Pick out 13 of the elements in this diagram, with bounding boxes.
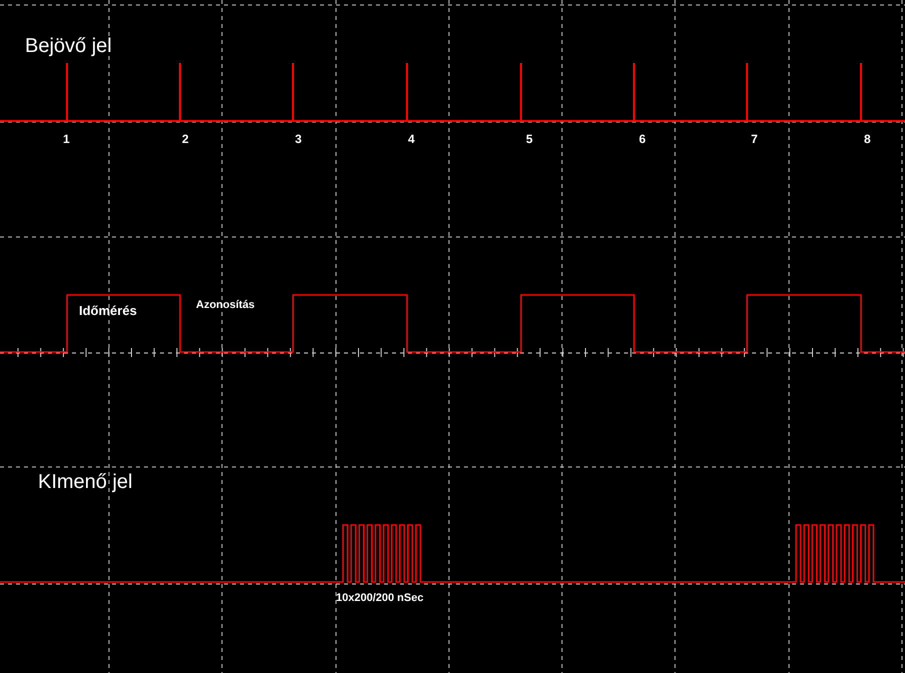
phase-label: Időmérés bbox=[79, 304, 137, 317]
pulse-number: 6 bbox=[639, 133, 646, 145]
phase-label: Azonosítás bbox=[196, 300, 255, 311]
pulse-number: 8 bbox=[864, 133, 871, 145]
pulse-number: 7 bbox=[751, 133, 758, 145]
pulse-number: 3 bbox=[295, 133, 302, 145]
pulse-number: 1 bbox=[63, 133, 70, 145]
signal-title: Bejövő jel bbox=[25, 36, 112, 56]
signal-title: KImenő jel bbox=[38, 472, 132, 492]
timing-note: 10x200/200 nSec bbox=[336, 593, 424, 604]
pulse-number: 4 bbox=[408, 133, 415, 145]
pulse-number: 2 bbox=[182, 133, 189, 145]
pulse-number: 5 bbox=[526, 133, 533, 145]
